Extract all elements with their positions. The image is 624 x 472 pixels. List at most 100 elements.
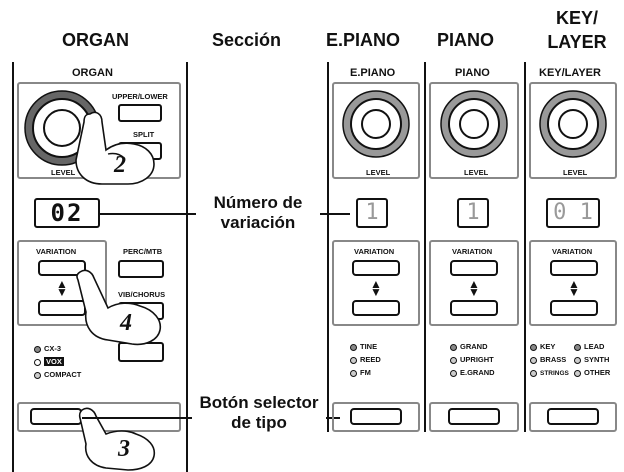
header-section: Sección (212, 30, 282, 50)
type-item-vox: VOX (34, 355, 81, 368)
type-item-compact: COMPACT (34, 368, 81, 381)
organ-variation-label: VARIATION (36, 247, 77, 256)
piano-type-list: GRAND UPRIGHT E.GRAND (450, 340, 495, 379)
perc-mtb-button[interactable] (118, 260, 164, 278)
organ-level-knob[interactable] (22, 88, 102, 168)
led-icon (450, 369, 457, 377)
keylayer-type-list-left: KEY BRASS STRINGS (530, 340, 569, 379)
epiano-level-label: LEVEL (366, 168, 391, 177)
type-item-tine: TINE (350, 340, 381, 353)
upper-lower-button[interactable] (118, 104, 162, 122)
panel-label-keylayer: KEY/LAYER (539, 67, 601, 79)
leader-line (100, 213, 196, 215)
upper-lower-label: UPPER/LOWER (112, 92, 168, 101)
callout-type-selector: Botón selector de tipo (192, 393, 326, 433)
epiano-variation-label: VARIATION (354, 247, 395, 256)
piano-type-selector-button[interactable] (448, 408, 500, 425)
organ-variation-up-button[interactable] (38, 260, 86, 276)
panel-divider (327, 62, 329, 432)
led-icon (450, 343, 457, 351)
keylayer-variation-group (529, 240, 617, 326)
perc-mtb-label: PERC/MTB (123, 247, 163, 256)
epiano-level-knob[interactable] (341, 88, 411, 164)
panel-label-piano: PIANO (455, 67, 490, 79)
epiano-type-list: TINE REED FM (350, 340, 381, 379)
split-label: SPLIT (133, 130, 155, 139)
panel-label-epiano: E.PIANO (350, 67, 396, 79)
keylayer-type-list-right: LEAD SYNTH OTHER (574, 340, 610, 379)
pointing-hand-icon (75, 111, 155, 185)
step-3-number: 3 (118, 436, 130, 462)
panel-divider (424, 62, 426, 432)
up-down-arrow-icon: ▲▼ (56, 277, 68, 299)
piano-knob-group (429, 82, 519, 179)
callout-variation-number: Número de variación (196, 193, 320, 233)
piano-variation-label: VARIATION (452, 247, 493, 256)
type-item-upright: UPRIGHT (450, 353, 495, 366)
led-icon (530, 369, 537, 377)
type-item-lead: LEAD (574, 340, 610, 353)
keylayer-level-knob[interactable] (538, 88, 608, 164)
epiano-variation-group (332, 240, 420, 326)
organ-type-list: CX-3 VOX COMPACT (34, 342, 81, 381)
led-icon (350, 356, 357, 364)
led-icon (34, 358, 41, 366)
panel-divider (524, 62, 526, 432)
piano-variation-group (429, 240, 519, 326)
type-item-other: OTHER (574, 366, 610, 379)
type-item-brass: BRASS (530, 353, 569, 366)
step-2-number: 2 (114, 152, 126, 178)
led-icon (530, 356, 537, 364)
panel-divider (12, 62, 14, 472)
organ-variation-group (17, 240, 107, 326)
piano-level-knob[interactable] (439, 88, 509, 164)
epiano-type-selector-group (332, 402, 420, 432)
keylayer-variation-label: VARIATION (552, 247, 593, 256)
epiano-variation-display: 1 (356, 198, 388, 228)
piano-variation-display: 1 (457, 198, 489, 228)
pointing-hand-icon (78, 407, 156, 471)
panel-divider (186, 62, 188, 472)
header-keylayer: KEY/ LAYER (547, 8, 607, 52)
led-icon (574, 343, 581, 351)
keylayer-type-selector-group (529, 402, 617, 432)
keylayer-variation-down-button[interactable] (550, 300, 598, 316)
piano-type-selector-group (429, 402, 519, 432)
keylayer-variation-up-button[interactable] (550, 260, 598, 276)
led-icon (574, 356, 581, 364)
piano-level-label: LEVEL (464, 168, 489, 177)
up-down-arrow-icon: ▲▼ (370, 277, 382, 299)
led-icon (350, 369, 357, 377)
epiano-variation-up-button[interactable] (352, 260, 400, 276)
led-icon (34, 345, 41, 353)
type-item-cx3: CX-3 (34, 342, 81, 355)
type-item-fm: FM (350, 366, 381, 379)
led-icon (450, 356, 457, 364)
led-icon (530, 343, 537, 351)
up-down-arrow-icon: ▲▼ (468, 277, 480, 299)
piano-variation-down-button[interactable] (450, 300, 498, 316)
piano-variation-up-button[interactable] (450, 260, 498, 276)
led-icon (34, 371, 41, 379)
type-item-reed: REED (350, 353, 381, 366)
epiano-knob-group (332, 82, 420, 179)
step-4-number: 4 (120, 310, 132, 336)
keylayer-level-label: LEVEL (563, 168, 588, 177)
organ-variation-display: 02 (34, 198, 100, 228)
keylayer-knob-group (529, 82, 617, 179)
type-item-strings: STRINGS (530, 366, 569, 379)
leader-line (82, 417, 192, 419)
organ-level-label: LEVEL (51, 168, 76, 177)
keylayer-variation-display: 0 1 (546, 198, 600, 228)
type-item-key: KEY (530, 340, 569, 353)
vib-chorus-label: VIB/CHORUS (118, 290, 166, 299)
epiano-type-selector-button[interactable] (350, 408, 402, 425)
led-icon (350, 343, 357, 351)
header-epiano: E.PIANO (326, 30, 401, 50)
header-piano: PIANO (437, 30, 495, 50)
type-item-egrand: E.GRAND (450, 366, 495, 379)
epiano-variation-down-button[interactable] (352, 300, 400, 316)
keylayer-type-selector-button[interactable] (547, 408, 599, 425)
type-item-synth: SYNTH (574, 353, 610, 366)
panel-label-organ: ORGAN (72, 67, 113, 79)
